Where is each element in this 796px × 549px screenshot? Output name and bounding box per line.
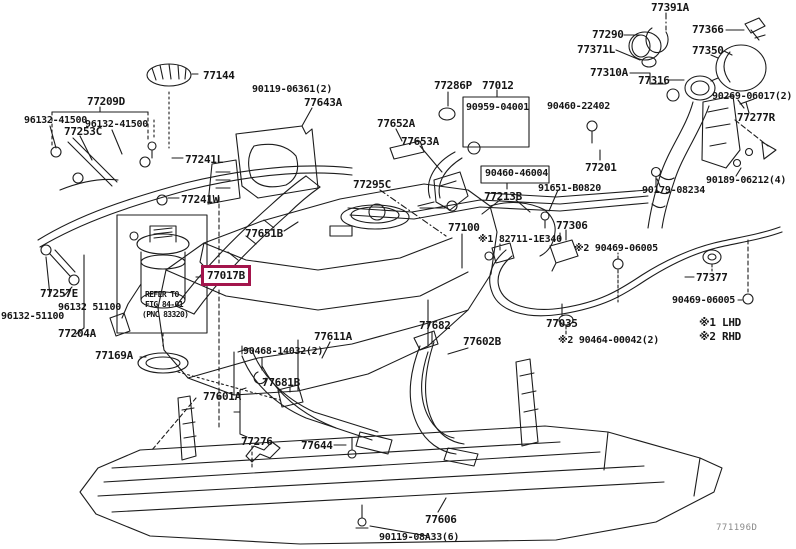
hose-clamps-77257E-drawing — [40, 244, 85, 335]
part-label-77306[interactable]: 77306 — [556, 219, 588, 232]
part-label-77209d[interactable]: 77209D — [87, 95, 125, 108]
part-label-77377[interactable]: 77377 — [696, 271, 728, 284]
part-label-77681b[interactable]: 77681B — [262, 376, 300, 389]
part-label-77213b[interactable]: 77213B — [484, 190, 522, 203]
pump-gasket-77169A-drawing — [137, 352, 281, 401]
part-label-77371l[interactable]: 77371L — [577, 43, 615, 56]
part-label-96132-41500[interactable]: 96132-41500 — [85, 119, 148, 130]
tank-shield-77602B-drawing — [409, 330, 479, 467]
part-label-77651b[interactable]: 77651B — [245, 227, 283, 240]
part-label-77201[interactable]: 77201 — [585, 161, 617, 174]
filler-pipe-bracket-77277R-drawing — [650, 95, 777, 187]
part-label-77366[interactable]: 77366 — [692, 23, 724, 36]
part-label-77286p[interactable]: 77286P — [434, 79, 472, 92]
part-label-77295c[interactable]: 77295C — [353, 178, 391, 191]
part-label-77682[interactable]: 77682 — [419, 319, 451, 332]
heat-shield-77643A-drawing — [147, 107, 319, 205]
fuel-tank-77100-drawing — [151, 183, 556, 451]
part-label-77611a[interactable]: 77611A — [314, 330, 352, 343]
skid-plate-77606-drawing — [79, 358, 723, 545]
left-fuel-hoses-drawing — [37, 63, 353, 248]
part-label-77652a[interactable]: 77652A — [377, 117, 415, 130]
part-label-77290[interactable]: 77290 — [592, 28, 624, 41]
part-label-77310a[interactable]: 77310A — [590, 66, 628, 79]
part-label-90460-46004[interactable]: 90460-46004 — [485, 168, 548, 179]
part-label-96132-51100[interactable]: 96132-51100 — [1, 311, 64, 322]
part-label-77606[interactable]: 77606 — [425, 513, 457, 526]
part-label-77169a[interactable]: 77169A — [95, 349, 133, 362]
part-label-96132-41500[interactable]: 96132-41500 — [24, 115, 87, 126]
part-label-77276[interactable]: 77276 — [241, 435, 273, 448]
part-label-1-82711-1e340[interactable]: ※1 82711-1E340 — [478, 234, 562, 245]
breather-hose-77012-drawing — [428, 89, 550, 215]
part-label-77144[interactable]: 77144 — [203, 69, 235, 82]
pipe-brackets-drawing — [389, 128, 469, 211]
part-label-91651-b0820[interactable]: 91651-B0820 — [538, 183, 601, 194]
fuel-filler-cap-parts-drawing — [615, 12, 767, 114]
part-label-90189-06212-4[interactable]: 90189-06212(4) — [706, 175, 787, 186]
part-label-77277r[interactable]: 77277R — [737, 111, 775, 124]
part-label-90468-14032-2[interactable]: 90468-14032(2) — [243, 346, 324, 357]
part-label-77653a[interactable]: 77653A — [401, 135, 439, 148]
part-label-90119-06361-2[interactable]: 90119-06361(2) — [252, 84, 333, 95]
part-label-96132-51100[interactable]: 96132 51100 — [58, 302, 121, 313]
part-label-77391a[interactable]: 77391A — [651, 1, 689, 14]
tank-band-77611A-drawing — [233, 341, 393, 459]
reference-note-line: (PNC 83320) — [142, 310, 189, 319]
part-label-90269-06017-2[interactable]: 90269-06017(2) — [712, 91, 793, 102]
part-label-77100[interactable]: 77100 — [448, 221, 480, 234]
reference-note-line: REFER TO — [145, 290, 179, 299]
fuel-pump-module-box-drawing — [109, 214, 208, 347]
part-label-77602b[interactable]: 77602B — [463, 335, 501, 348]
part-label-77350[interactable]: 77350 — [692, 44, 724, 57]
legend-2-rhd: ※2 RHD — [699, 330, 742, 343]
part-label-77253c[interactable]: 77253C — [64, 125, 102, 138]
part-label-77241l[interactable]: 77241L — [185, 153, 223, 166]
part-label-90469-06005[interactable]: 90469-06005 — [672, 295, 735, 306]
part-label-77601a[interactable]: 77601A — [203, 390, 241, 403]
part-label-77204a[interactable]: 77204A — [58, 327, 96, 340]
breather-tube-77035-drawing — [484, 226, 783, 336]
part-label-90460-22402[interactable]: 90460-22402 — [547, 101, 610, 112]
part-label-77241w[interactable]: 77241W — [181, 193, 219, 206]
part-label-77257e[interactable]: 77257E — [40, 287, 78, 300]
fuel-pipes-77201-drawing — [347, 120, 649, 229]
part-label-90179-08234[interactable]: 90179-08234 — [642, 185, 705, 196]
reference-note-line: FIG 84-01 — [145, 300, 184, 309]
part-label-90959-04001[interactable]: 90959-04001 — [466, 102, 529, 113]
fuel-filler-neck-drawing — [647, 101, 710, 229]
part-label-2-90464-00042-2[interactable]: ※2 90464-00042(2) — [558, 335, 659, 346]
part-label-90119-08a33-6[interactable]: 90119-08A33(6) — [379, 532, 460, 543]
part-label-2-90469-06005[interactable]: ※2 90469-06005 — [574, 243, 658, 254]
figure-code: 771196D — [716, 523, 758, 533]
part-label-77017b[interactable]: 77017B — [201, 265, 251, 286]
part-label-77316[interactable]: 77316 — [638, 74, 670, 87]
part-label-77012[interactable]: 77012 — [482, 79, 514, 92]
part-label-77643a[interactable]: 77643A — [304, 96, 342, 109]
part-label-77035[interactable]: 77035 — [546, 317, 578, 330]
part-label-77644[interactable]: 77644 — [301, 439, 333, 452]
legend-1-lhd: ※1 LHD — [699, 316, 742, 329]
